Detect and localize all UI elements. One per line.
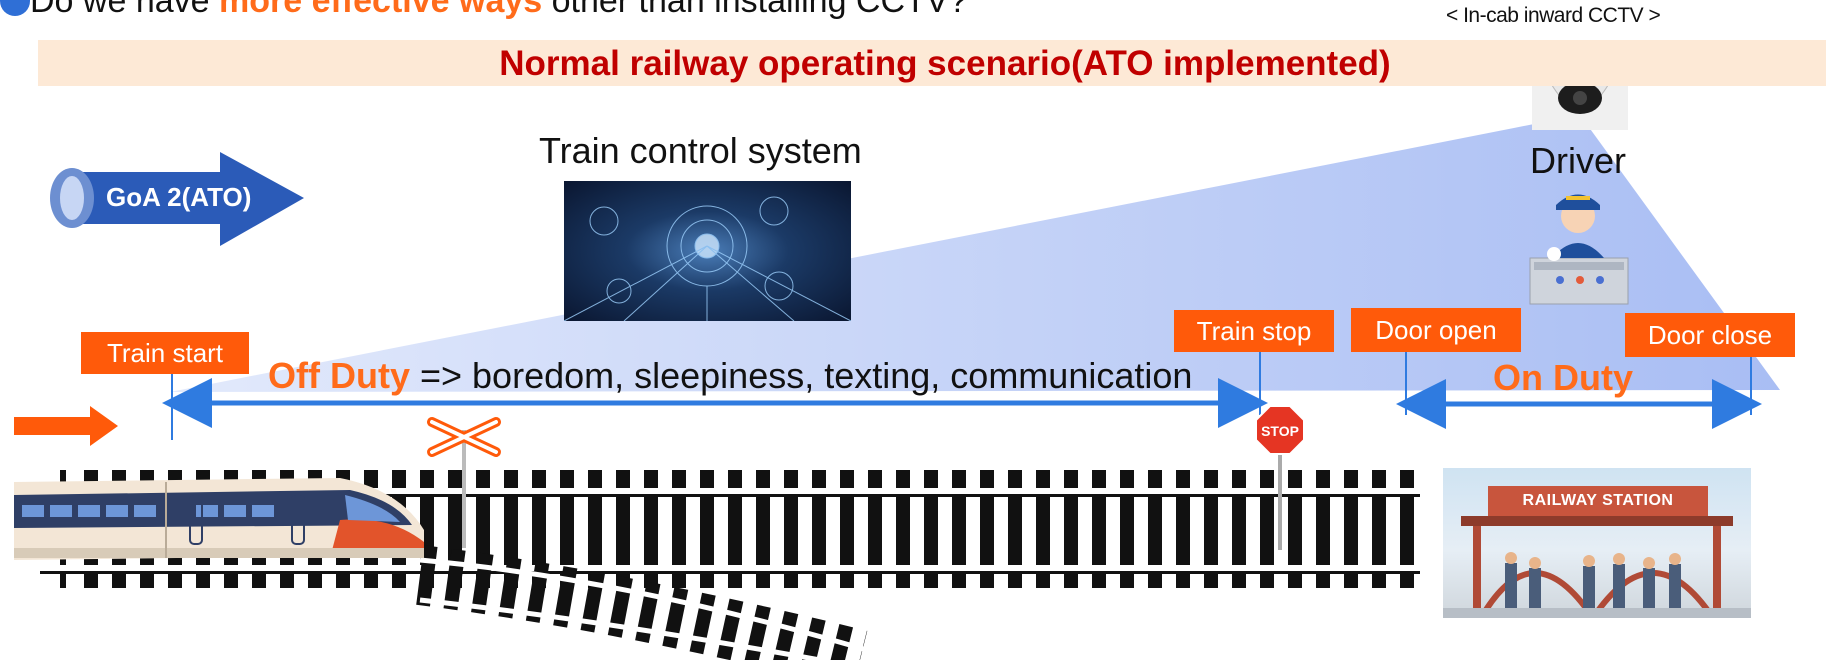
goa-arrow <box>70 152 304 246</box>
off-duty-label: Off Duty <box>268 355 410 396</box>
on-duty-label: On Duty <box>1493 357 1633 398</box>
off-duty-description: => boredom, sleepiness, texting, communi… <box>409 355 1193 396</box>
banner-title: Normal railway operating scenario(ATO im… <box>499 44 1391 83</box>
door-close-label: Door close <box>1625 313 1795 357</box>
svg-text:STOP: STOP <box>1261 423 1299 439</box>
railway-crossing-sign <box>427 417 501 548</box>
curved-track <box>416 545 901 660</box>
station-sign: RAILWAY STATION <box>1488 486 1708 516</box>
heading-prefix: Do we have <box>30 0 219 20</box>
railway-station-image: RAILWAY STATION <box>1443 468 1751 618</box>
train-start-label: Train start <box>81 332 249 374</box>
train-illustration <box>14 478 424 560</box>
control-system-label: Train control system <box>539 130 862 171</box>
driver-illustration <box>1529 194 1629 305</box>
control-system-image <box>564 181 851 321</box>
door-open-label: Door open <box>1351 308 1521 352</box>
direction-arrow <box>14 406 118 446</box>
stop-sign: STOP <box>1255 405 1305 550</box>
off-duty-text: Off Duty => boredom, sleepiness, texting… <box>268 355 1192 397</box>
title-banner <box>38 40 1826 86</box>
cctv-caption: < In-cab inward CCTV > <box>1446 4 1661 27</box>
heading-bullet-icon <box>0 0 30 16</box>
heading-highlight: more effective ways <box>219 0 543 20</box>
driver-label: Driver <box>1530 140 1626 181</box>
heading-suffix: other than installing CCTV? <box>542 0 968 20</box>
top-heading: Do we have more effective ways other tha… <box>30 0 967 21</box>
station-illustration <box>1443 516 1751 618</box>
network-icon <box>564 196 851 321</box>
train-stop-label: Train stop <box>1174 310 1334 352</box>
goa-label: GoA 2(ATO) <box>106 182 252 212</box>
